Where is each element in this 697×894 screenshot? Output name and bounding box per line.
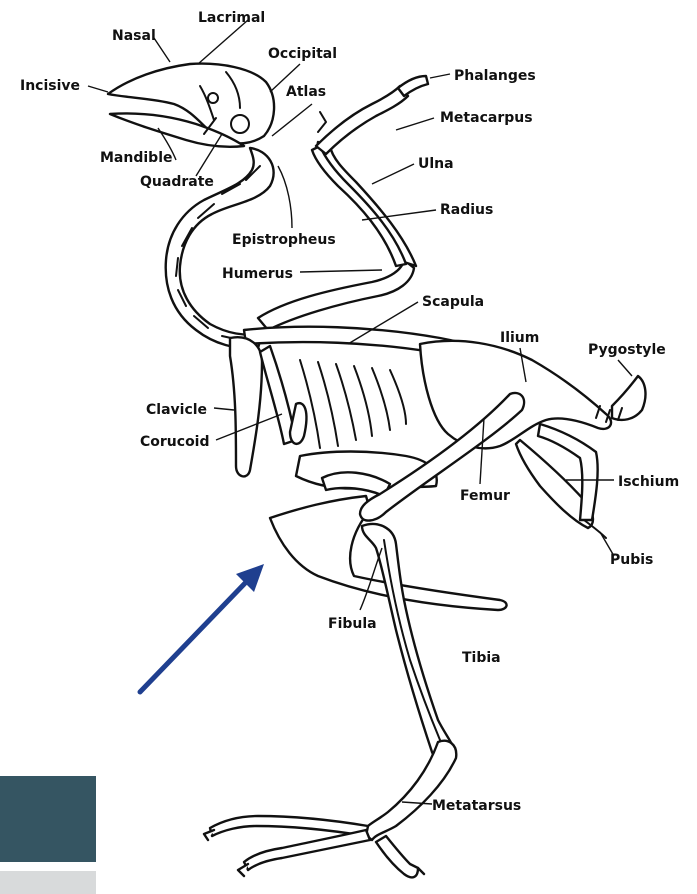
label-ischium: Ischium [618,474,679,490]
label-pygostyle: Pygostyle [588,342,666,358]
label-clavicle: Clavicle [146,402,207,418]
decorative-block-dark [0,776,96,862]
label-humerus: Humerus [222,266,293,282]
label-quadrate: Quadrate [140,174,214,190]
label-phalanges: Phalanges [454,68,536,84]
label-metatarsus: Metatarsus [432,798,521,814]
label-ilium: Ilium [500,330,539,346]
label-occipital: Occipital [268,46,337,62]
pointer-arrow [140,564,264,692]
label-lacrimal: Lacrimal [198,10,265,26]
decorative-block-light [0,871,96,894]
label-nasal: Nasal [112,28,156,44]
wing [258,76,428,330]
label-pubis: Pubis [610,552,653,568]
label-fibula: Fibula [328,616,377,632]
label-incisive: Incisive [20,78,80,94]
label-radius: Radius [440,202,493,218]
label-metacarpus: Metacarpus [440,110,533,126]
skull [108,64,274,147]
label-ulna: Ulna [418,156,454,172]
label-atlas: Atlas [286,84,326,100]
label-corucoid: Corucoid [140,434,210,450]
label-mandible: Mandible [100,150,172,166]
pelvis [420,341,645,538]
label-scapula: Scapula [422,294,484,310]
label-epistropheus: Epistropheus [232,232,336,248]
label-femur: Femur [460,488,510,504]
label-tibia: Tibia [462,650,501,666]
